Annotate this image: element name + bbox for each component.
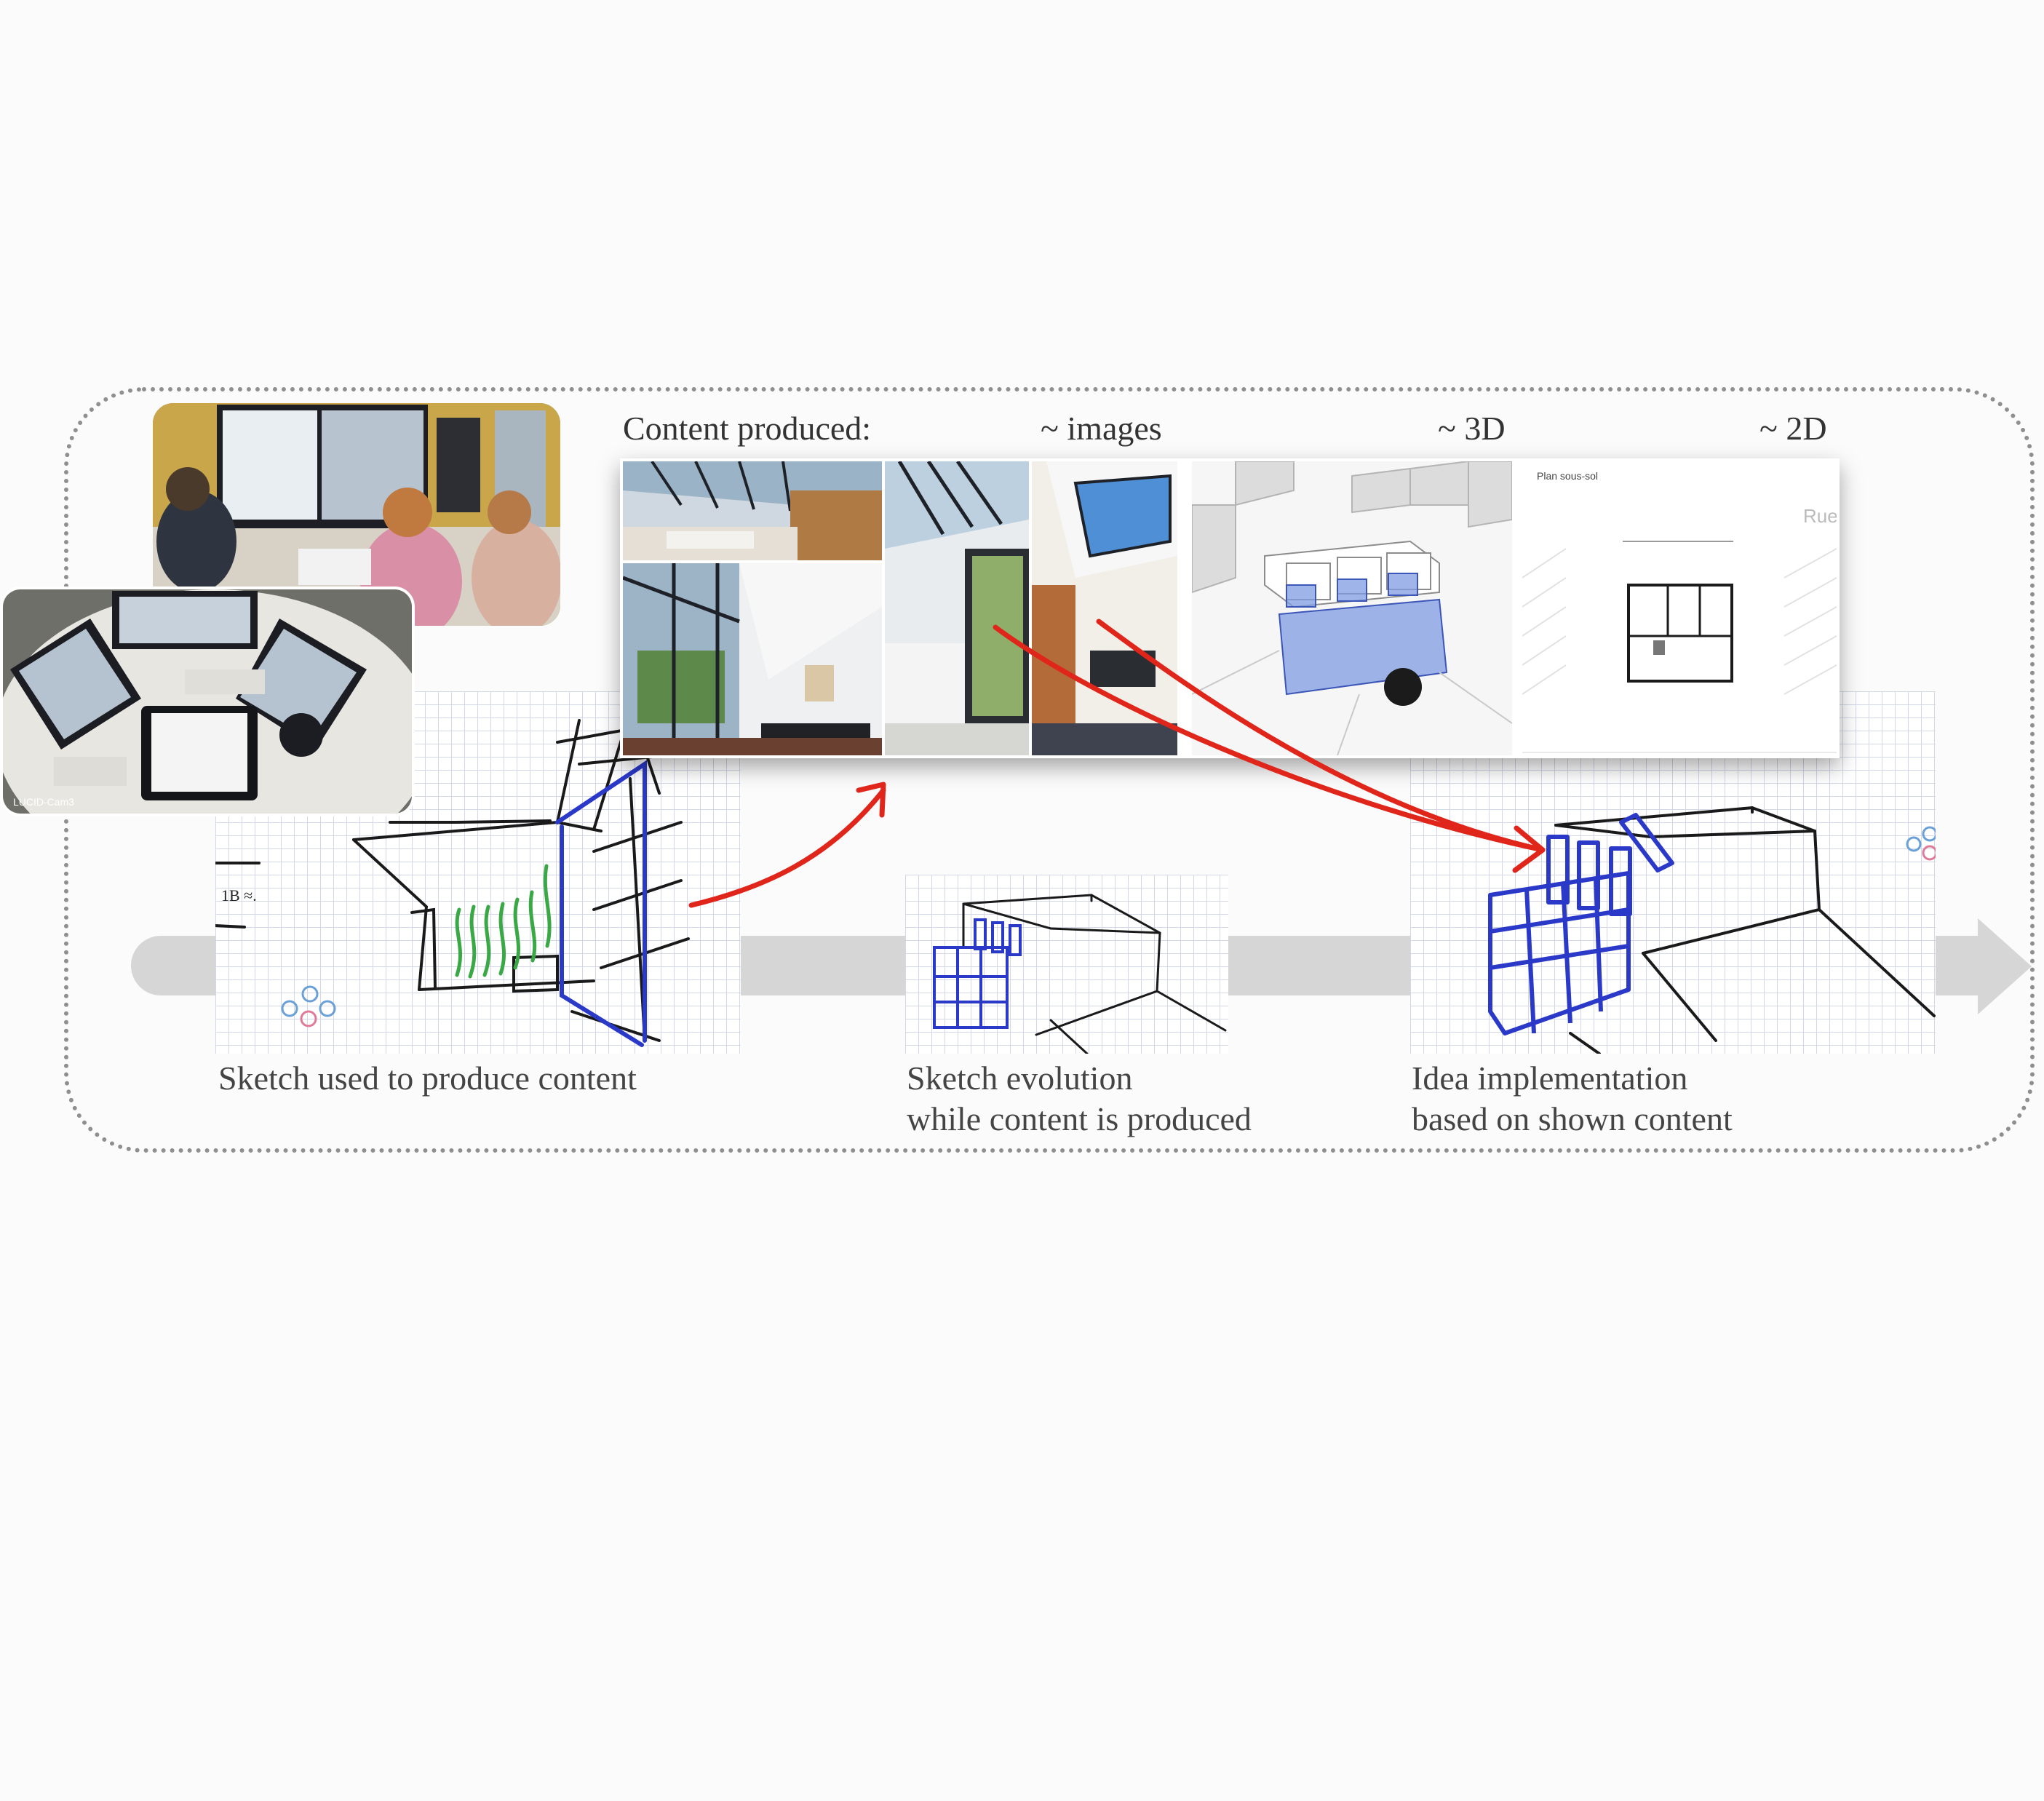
caption-sketch-evolution-line1: Sketch evolution	[907, 1059, 1133, 1097]
caption-sketch-used: Sketch used to produce content	[218, 1059, 637, 1097]
content-panel: Plan sous-sol Rue	[620, 458, 1840, 758]
plan-street-label: Rue	[1803, 505, 1837, 527]
svg-text:1B ≈.: 1B ≈.	[221, 886, 257, 905]
content-produced-label: Content produced:	[623, 410, 872, 447]
arrow-sketch-to-content	[688, 787, 886, 908]
image-tile-4	[1032, 461, 1177, 755]
caption-idea-implementation-line1: Idea implementation	[1412, 1059, 1688, 1097]
flow-bar-segment-2	[1227, 936, 1410, 995]
caption-idea-implementation-line2: based on shown content	[1412, 1100, 1733, 1137]
2d-plan-tile: Plan sous-sol Rue	[1522, 461, 1837, 755]
flow-bar-start	[131, 936, 218, 995]
flow-arrow-head	[1978, 918, 2032, 1014]
3d-label: ~ 3D	[1438, 410, 1506, 447]
image-tile-3	[885, 461, 1029, 755]
plan-title: Plan sous-sol	[1537, 470, 1599, 482]
sketch-panel-2	[905, 875, 1228, 1055]
flow-bar-segment-1	[741, 936, 905, 995]
meeting-photo	[153, 403, 560, 626]
arrow-content-to-idea-1	[993, 624, 1546, 853]
3d-model-tile	[1192, 461, 1512, 755]
arrow-content-to-idea-2	[1096, 619, 1546, 853]
caption-sketch-evolution-line2: while content is produced	[907, 1100, 1252, 1137]
2d-label: ~ 2D	[1759, 410, 1827, 447]
flow-bar-segment-3	[1936, 936, 1979, 995]
image-tile-1	[623, 461, 882, 560]
tabletop-photo: LUCID-Cam3	[0, 587, 415, 816]
image-tile-2	[623, 563, 882, 755]
images-label: ~ images	[1041, 410, 1162, 447]
camera-label: LUCID-Cam3	[13, 796, 75, 808]
